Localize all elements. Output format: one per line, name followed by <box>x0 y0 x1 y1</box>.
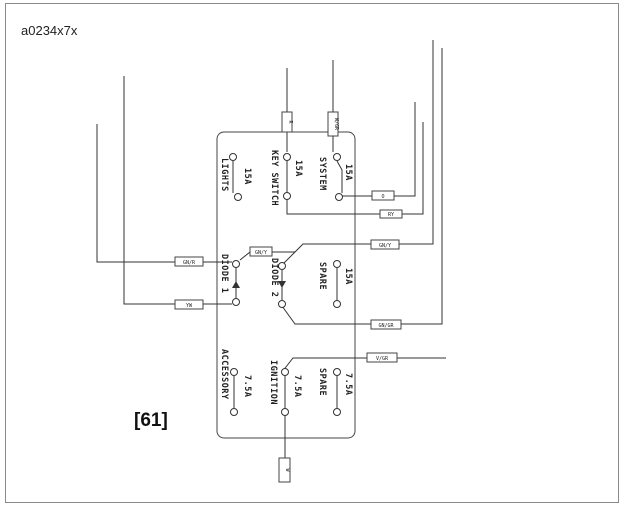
svg-text:IGNITION: IGNITION <box>268 360 278 405</box>
svg-text:15A: 15A <box>293 160 303 177</box>
svg-text:7.5A: 7.5A <box>242 375 252 397</box>
fuse-key-switch: KEY SWITCH 15A <box>269 150 303 206</box>
fuse-ignition: IGNITION 7.5A <box>268 360 302 405</box>
svg-text:15A: 15A <box>343 164 353 181</box>
fuse-lights: LIGHTS 15A <box>219 158 252 192</box>
svg-text:DIODE 1: DIODE 1 <box>219 254 229 293</box>
wire-tag-diode1-low: YW <box>174 299 204 310</box>
fuse-terminal <box>230 368 238 376</box>
svg-text:R: R <box>287 120 293 124</box>
figure-id: a0234x7x <box>21 23 78 38</box>
fuse-diode-1: DIODE 1 <box>219 254 229 293</box>
wire-system-out <box>342 102 416 197</box>
wire-tag-diode2-low: GN/GR <box>370 319 402 330</box>
fuse-link-system <box>336 160 343 193</box>
svg-text:SPARE: SPARE <box>317 368 327 396</box>
svg-text:RY: RY <box>388 212 394 218</box>
wire-tag-top-left: R <box>281 111 293 133</box>
fuse-terminal <box>333 408 341 416</box>
diode2-arrow-icon <box>278 281 286 288</box>
fuse-terminal <box>232 298 240 306</box>
wire-diode-left <box>96 124 232 263</box>
svg-text:V/GR: V/GR <box>376 356 389 362</box>
svg-text:W: W <box>284 468 290 472</box>
svg-text:GN/Y: GN/Y <box>379 243 391 249</box>
figure-number: [61] <box>134 410 168 431</box>
fuse-terminal <box>333 153 341 161</box>
wire-tag-key-out: RY <box>379 209 403 219</box>
fuse-terminal <box>232 260 240 268</box>
fuse-terminals <box>229 153 343 416</box>
fuse-terminal <box>234 193 242 201</box>
fuse-terminal <box>229 153 237 161</box>
svg-text:DIODE 2: DIODE 2 <box>269 258 279 297</box>
wire-tag-bottom: W <box>278 457 291 483</box>
svg-text:GN/GR: GN/GR <box>378 323 394 329</box>
svg-text:7.5A: 7.5A <box>343 373 353 395</box>
wire-key-out <box>286 122 424 215</box>
fuse-system: SYSTEM 15A <box>317 157 353 191</box>
fuse-terminal <box>283 153 291 161</box>
svg-text:ACCESSORY: ACCESSORY <box>219 349 229 400</box>
fuse-terminal <box>333 260 341 268</box>
fuse-terminal <box>333 368 341 376</box>
svg-text:15A: 15A <box>242 168 252 185</box>
svg-text:YW: YW <box>186 303 193 309</box>
svg-text:SPARE: SPARE <box>317 262 327 290</box>
svg-text:SYSTEM: SYSTEM <box>317 157 327 191</box>
svg-text:KEY SWITCH: KEY SWITCH <box>269 150 279 206</box>
svg-text:W/GR: W/GR <box>333 118 339 131</box>
svg-text:LIGHTS: LIGHTS <box>219 158 229 192</box>
wire-tag-diode-link: GN/Y <box>249 246 273 257</box>
fuse-terminal <box>278 300 286 308</box>
fuse-spare-bottom: SPARE 7.5A <box>317 368 353 396</box>
fuse-spare-middle: SPARE 15A <box>317 262 353 290</box>
fuse-diode-2: DIODE 2 <box>269 258 279 297</box>
fuse-terminal <box>278 262 286 270</box>
diode1-arrow-icon <box>232 281 240 288</box>
wire-diode2-low <box>281 48 443 325</box>
wire-tag-ignition-out: V/GR <box>366 352 398 363</box>
fuse-accessory: ACCESSORY 7.5A <box>219 349 252 400</box>
fuse-terminal <box>335 193 343 201</box>
svg-text:7.5A: 7.5A <box>292 375 302 397</box>
wire-diode1-low <box>123 76 232 305</box>
svg-text:O: O <box>381 194 384 200</box>
fuse-terminal <box>333 300 341 308</box>
svg-text:15A: 15A <box>343 268 353 285</box>
svg-text:GN/Y: GN/Y <box>255 250 267 256</box>
wire-tag-diode-right: GN/Y <box>370 239 400 250</box>
fuse-terminal <box>230 408 238 416</box>
fuse-terminal <box>283 192 291 200</box>
svg-text:GN/R: GN/R <box>183 260 196 266</box>
wire-tag-diode-left: GN/R <box>174 256 204 267</box>
fuse-terminal <box>281 408 289 416</box>
wire-tag-system-out: O <box>371 190 395 201</box>
wire-tag-top-right: W/GR <box>327 111 339 137</box>
fuse-terminal <box>281 368 289 376</box>
wire-diode-right <box>294 40 434 253</box>
